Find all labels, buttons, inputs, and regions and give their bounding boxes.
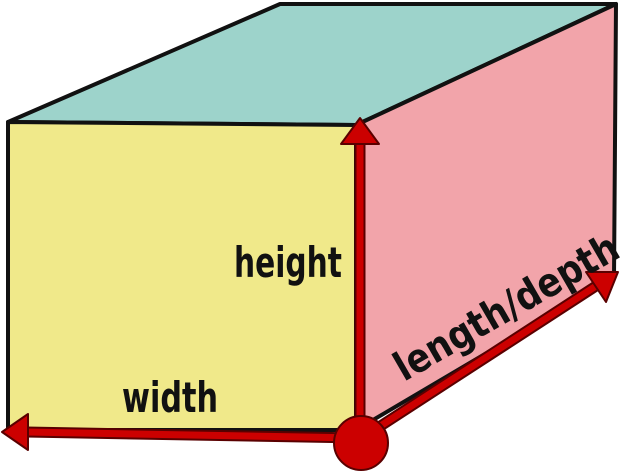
height-arrow (340, 117, 380, 438)
height-label: height (234, 238, 342, 287)
origin-dot (333, 415, 389, 471)
length-arrow (356, 271, 619, 444)
width-label: width (122, 373, 218, 422)
width-arrow (1, 413, 366, 451)
